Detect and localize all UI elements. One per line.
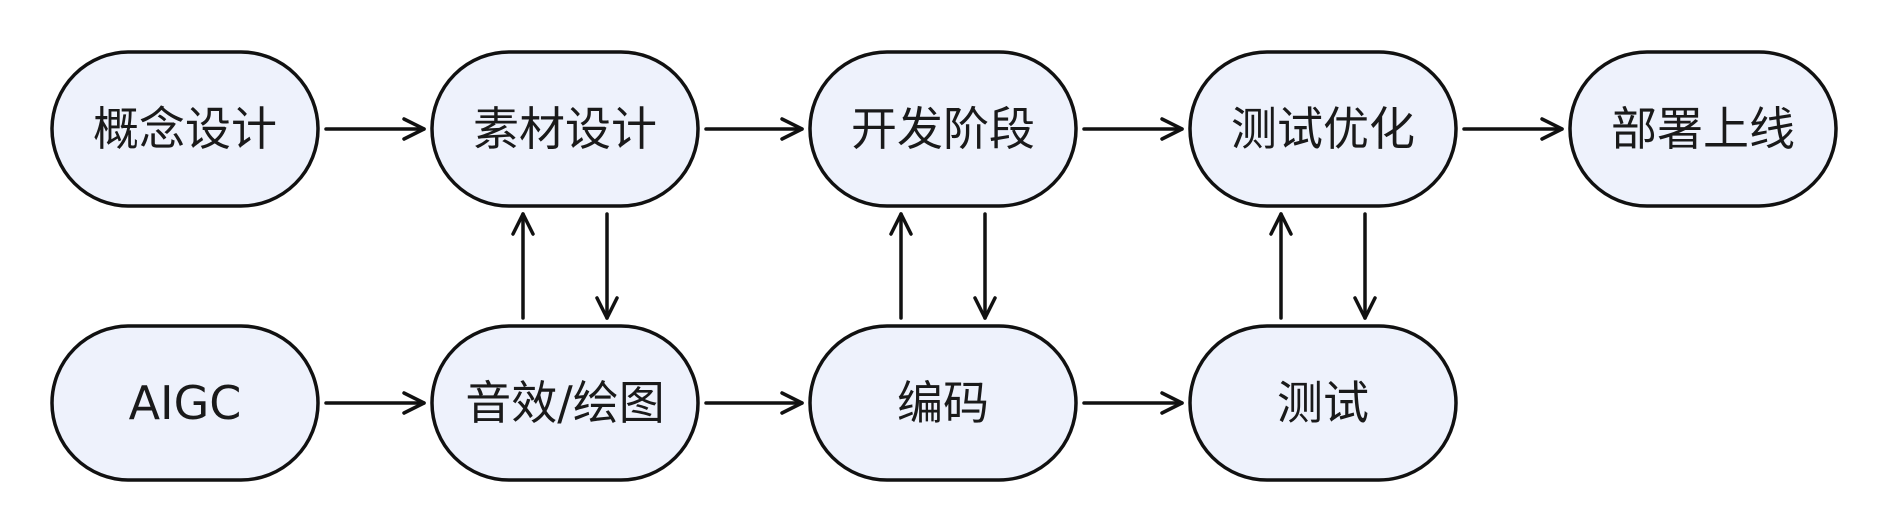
node-aigc: AIGC <box>50 324 320 482</box>
node-audio-art: 音效/绘图 <box>430 324 700 482</box>
node-coding: 编码 <box>808 324 1078 482</box>
node-label-aigc: AIGC <box>129 376 242 430</box>
node-label-coding: 编码 <box>897 376 989 430</box>
node-test-optimize: 测试优化 <box>1188 50 1458 208</box>
node-label-deploy: 部署上线 <box>1611 102 1795 156</box>
node-concept-design: 概念设计 <box>50 50 320 208</box>
node-development: 开发阶段 <box>808 50 1078 208</box>
node-deploy: 部署上线 <box>1568 50 1838 208</box>
node-label-concept-design: 概念设计 <box>93 102 277 156</box>
node-label-asset-design: 素材设计 <box>473 102 657 156</box>
nodes-layer: 概念设计 素材设计 开发阶段 测试优化 部署上线 AIGC 音效/绘图 <box>50 50 1838 482</box>
node-asset-design: 素材设计 <box>430 50 700 208</box>
edges-layer <box>324 117 1564 415</box>
node-label-development: 开发阶段 <box>851 102 1035 156</box>
node-testing: 测试 <box>1188 324 1458 482</box>
node-label-audio-art: 音效/绘图 <box>465 376 665 430</box>
node-label-test-optimize: 测试优化 <box>1231 102 1415 156</box>
node-label-testing: 测试 <box>1277 376 1369 430</box>
